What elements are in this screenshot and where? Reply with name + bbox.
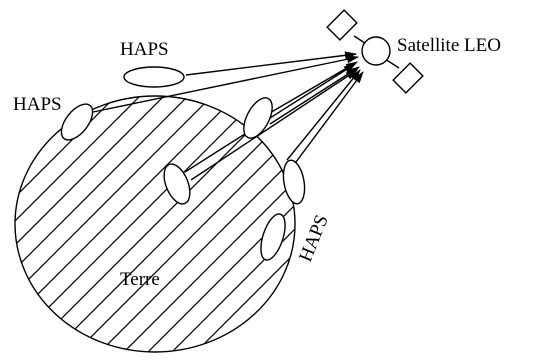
earth-circle <box>14 95 296 353</box>
earth-hatch-line <box>67 96 295 352</box>
haps-right-label: HAPS <box>295 212 333 265</box>
earth-hatch-line <box>15 96 201 352</box>
haps-mid-ellipse <box>243 97 273 139</box>
link-ground-2 <box>190 69 358 181</box>
earth-hatch-line <box>115 96 295 352</box>
haps-left-label: HAPS <box>13 94 62 115</box>
haps-right-upper-ellipse <box>282 159 306 205</box>
earth-hatch-line <box>332 60 539 360</box>
haps-platforms <box>60 66 306 261</box>
link-haps-mid-2 <box>269 66 360 125</box>
satellite-icon <box>326 9 424 94</box>
earth-hatch-line <box>163 96 295 352</box>
link-haps-top <box>185 51 357 76</box>
haps-right-lower-ellipse <box>260 213 286 261</box>
link-haps-right-1 <box>286 69 361 161</box>
links <box>92 51 364 181</box>
link-haps-mid-1 <box>262 61 358 118</box>
earth-hatch-line <box>15 96 249 352</box>
earth-label: Terre <box>120 269 160 290</box>
haps-top-ellipse <box>123 66 185 88</box>
satellite-panel-lower <box>392 62 424 94</box>
link-haps-left <box>92 55 359 113</box>
earth-hatch-line <box>139 96 295 352</box>
earth-hatch-line <box>235 96 295 352</box>
earth-hatch-line <box>19 96 295 352</box>
satellite-panel-upper <box>326 9 358 41</box>
satellite-label: Satellite LEO <box>397 35 501 56</box>
earth-hatch-line <box>187 96 295 352</box>
earth-hatch-line <box>259 96 295 352</box>
ground-station-ellipse <box>163 163 191 205</box>
link-haps-right-2 <box>292 71 364 167</box>
haps-top-label: HAPS <box>120 39 169 60</box>
haps-left-ellipse <box>60 103 94 141</box>
earth-hatch-line <box>15 96 177 352</box>
earth-hatch-line <box>0 60 8 360</box>
earth-hatch-line <box>356 60 539 360</box>
earth-hatch-line <box>283 96 295 352</box>
satellite-arm-lower <box>384 58 400 69</box>
earth-hatch-line <box>308 60 539 360</box>
earth-hatch-line <box>15 96 225 352</box>
satellite-body <box>361 36 391 66</box>
earth-hatch-line <box>91 96 295 352</box>
